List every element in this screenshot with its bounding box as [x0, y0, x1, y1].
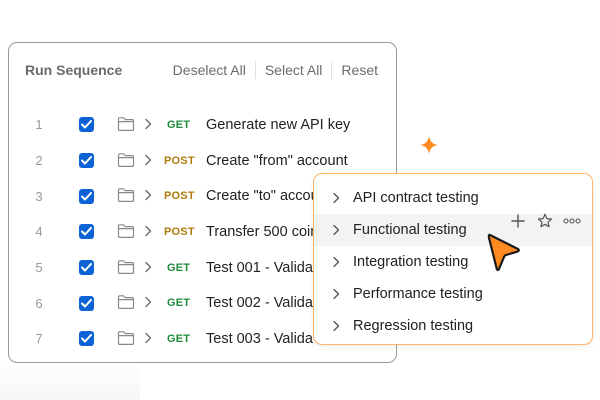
check-icon [81, 263, 92, 272]
method-badge: GET [167, 297, 191, 310]
folder-icon [117, 117, 135, 131]
request-name: Generate new API key [206, 116, 351, 133]
folder-icon [117, 295, 135, 310]
more-icon[interactable] [562, 212, 582, 230]
method-badge: POST [164, 225, 195, 238]
request-row[interactable]: 4 POST Transfer 500 coin [9, 214, 396, 250]
menu-item[interactable]: Integration testing [314, 246, 592, 278]
row-checkbox[interactable] [79, 224, 94, 240]
row-number: 4 [35, 224, 43, 240]
divider [254, 61, 256, 79]
chevron-right-icon[interactable] [144, 154, 152, 166]
row-checkbox[interactable] [79, 153, 94, 169]
background-fade [0, 360, 140, 400]
request-row[interactable]: 1 GET Generate new API key [9, 107, 396, 143]
row-number: 3 [35, 188, 43, 204]
menu-item-label: Integration testing [353, 254, 469, 270]
request-list: 1 GET Generate new API key 2 POST Create… [9, 107, 396, 357]
row-checkbox[interactable] [79, 331, 94, 347]
chevron-right-icon[interactable] [144, 332, 152, 344]
row-number: 1 [35, 117, 43, 133]
menu-item-label: API contract testing [353, 190, 479, 206]
folder-icon [117, 224, 135, 239]
dropdown-menu: API contract testing Functional testing … [314, 182, 592, 342]
reset-button[interactable]: Reset [341, 62, 378, 78]
method-badge: POST [164, 154, 195, 167]
divider [331, 61, 333, 79]
chevron-right-icon [333, 288, 340, 300]
request-row[interactable]: 7 GET Test 003 - Valida [9, 321, 396, 357]
request-name: Test 001 - Validat [206, 259, 317, 276]
chevron-right-icon [333, 256, 340, 268]
check-icon [81, 298, 92, 308]
request-name: Test 003 - Valida [206, 330, 313, 347]
run-sequence-title: Run Sequence [25, 62, 123, 78]
check-icon [81, 334, 92, 343]
check-icon [81, 191, 92, 201]
method-badge: GET [167, 118, 191, 131]
method-badge: GET [167, 261, 191, 274]
request-row[interactable]: 6 GET Test 002 - Valida [9, 285, 396, 321]
chevron-right-icon [333, 224, 340, 236]
row-checkbox[interactable] [79, 295, 94, 311]
request-row[interactable]: 5 GET Test 001 - Validat [9, 250, 396, 286]
row-checkbox[interactable] [79, 188, 94, 204]
chevron-right-icon[interactable] [144, 296, 152, 308]
deselect-all-button[interactable]: Deselect All [172, 62, 246, 78]
row-number: 7 [35, 331, 43, 347]
menu-item-label: Performance testing [353, 286, 483, 302]
chevron-right-icon[interactable] [144, 261, 152, 273]
request-row[interactable]: 2 POST Create "from" account [9, 143, 396, 179]
folder-icon [117, 188, 135, 203]
row-checkbox[interactable] [79, 117, 94, 133]
row-number: 6 [35, 295, 43, 311]
header-actions: Deselect All Select All Reset [173, 61, 378, 79]
plus-icon[interactable] [509, 212, 527, 230]
cursor-icon [487, 233, 520, 272]
folder-icon [117, 259, 135, 274]
check-icon [81, 156, 92, 165]
menu-item-label: Functional testing [353, 222, 467, 238]
menu-item[interactable]: Regression testing [314, 310, 592, 342]
menu-item[interactable]: API contract testing [314, 182, 592, 214]
star-icon[interactable] [536, 212, 554, 230]
chevron-right-icon[interactable] [144, 118, 152, 130]
request-name: Create "to" accou [206, 188, 319, 205]
row-number: 2 [35, 153, 43, 169]
row-number: 5 [35, 260, 43, 276]
method-badge: GET [167, 332, 191, 345]
chevron-right-icon[interactable] [144, 189, 152, 201]
collection-dropdown: API contract testing Functional testing … [313, 173, 593, 345]
select-all-button[interactable]: Select All [264, 62, 323, 78]
menu-item[interactable]: Performance testing [314, 278, 592, 310]
check-icon [81, 227, 92, 236]
folder-icon [117, 331, 135, 346]
method-badge: POST [164, 190, 195, 203]
sparkle-icon [420, 136, 438, 154]
request-name: Transfer 500 coin [206, 223, 319, 240]
check-icon [81, 120, 92, 129]
request-name: Create "from" account [206, 152, 348, 169]
chevron-right-icon[interactable] [144, 225, 152, 237]
request-row[interactable]: 3 POST Create "to" accou [9, 178, 396, 214]
menu-item-label: Regression testing [353, 318, 474, 334]
chevron-right-icon [333, 192, 340, 204]
folder-icon [117, 152, 135, 167]
menu-item[interactable]: Functional testing [314, 212, 592, 246]
row-checkbox[interactable] [79, 260, 94, 276]
request-name: Test 002 - Valida [206, 295, 313, 312]
run-sequence-header: Run Sequence Deselect All Select All Res… [9, 43, 396, 95]
chevron-right-icon [333, 320, 340, 332]
